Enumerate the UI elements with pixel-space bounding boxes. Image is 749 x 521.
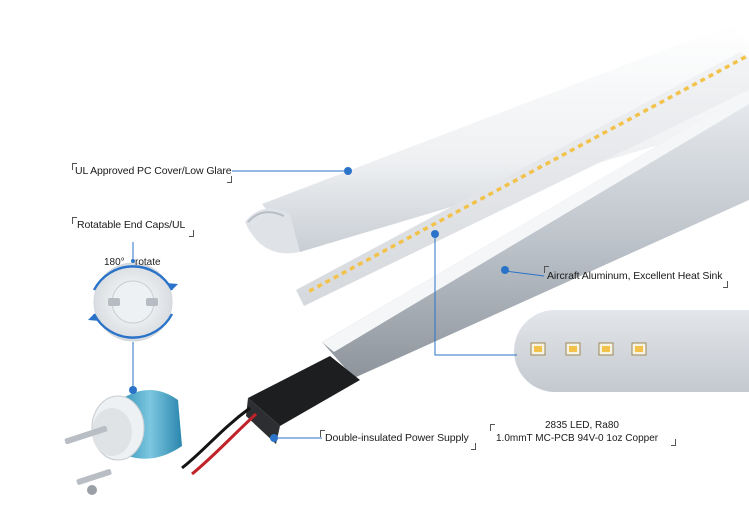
led-chip (561, 151, 568, 158)
aluminum-heat-sink (322, 92, 749, 378)
led-chip (495, 186, 502, 193)
led-chip (740, 55, 747, 61)
rotate-arrow-top (92, 265, 174, 291)
power-supply-box (246, 356, 360, 444)
end-cap-face-inset (88, 262, 178, 342)
zoom-led-chip (631, 342, 647, 356)
zoom-led-chip (565, 342, 581, 356)
led-chip (593, 134, 600, 140)
led-spec-line-2: 1.0mmT MC-PCB 94V-0 1oz Copper (496, 433, 659, 444)
bracket-close (227, 176, 232, 183)
led-chip (455, 208, 462, 214)
led-chip (341, 269, 348, 276)
led-chip (430, 221, 437, 228)
rotate-arrow-head-bottom (88, 314, 100, 321)
led-chip (569, 147, 576, 153)
led-chip (332, 274, 339, 280)
bracket-open (320, 430, 325, 437)
led-chip (414, 230, 421, 236)
callout-end-caps: Rotatable End Caps/UL (77, 219, 186, 231)
led-chip (512, 177, 519, 184)
bracket-open (72, 163, 77, 170)
callout-pc-cover: UL Approved PC Cover/Low Glare (75, 165, 232, 177)
led-chip (724, 64, 731, 70)
led-chip (528, 169, 535, 175)
led-chip (544, 160, 551, 166)
led-chip (422, 225, 429, 232)
led-spec-line-1: 2835 LED, Ra80 (545, 420, 619, 431)
rotation-degrees: 180° (104, 257, 125, 268)
bracket-open (490, 424, 495, 431)
led-chip (398, 239, 405, 245)
led-chip (585, 138, 592, 144)
power-wires (181, 406, 258, 476)
led-chip (357, 260, 364, 267)
led-chip (471, 199, 478, 206)
led-chip (316, 282, 323, 289)
led-chip (675, 90, 682, 96)
led-chip (447, 212, 454, 219)
callout-leaders (132, 170, 545, 439)
led-chip (667, 94, 674, 101)
led-chip (618, 120, 625, 127)
bracket-open (544, 266, 549, 273)
led-chip (463, 204, 470, 210)
led-chip (520, 173, 527, 179)
led-chip (324, 278, 331, 284)
led-chip (691, 81, 698, 88)
led-chip (658, 99, 665, 105)
led-chip (373, 252, 380, 258)
led-chip (650, 103, 657, 109)
led-chip (349, 265, 356, 271)
rotate-arrow-bottom (92, 313, 174, 339)
led-chip-row (308, 55, 747, 293)
led-chip (308, 287, 315, 293)
led-chip (406, 234, 413, 241)
led-chip (552, 155, 559, 162)
led-chip (365, 256, 372, 263)
bracket-close (471, 443, 476, 450)
led-chip (504, 182, 511, 188)
callout-power-supply: Double-insulated Power Supply (325, 432, 469, 444)
rotation-word: rotate (135, 257, 161, 268)
pc-cover-tube (245, 24, 749, 254)
led-chip (699, 77, 706, 83)
led-chip (487, 190, 494, 197)
led-chip (577, 142, 584, 149)
zoom-led-chip (598, 342, 614, 356)
led-chip (389, 243, 396, 249)
led-chip (381, 247, 388, 254)
bracket-close (189, 230, 194, 237)
led-chip (715, 68, 722, 74)
led-chip (634, 112, 641, 118)
zoom-led-chips (530, 342, 647, 356)
end-cap-assembly (64, 390, 182, 495)
led-chip (601, 129, 608, 136)
led-chip (732, 59, 739, 66)
bracket-close (671, 439, 676, 446)
led-chip (438, 217, 445, 223)
bracket-close (723, 281, 728, 288)
led-chip (626, 116, 633, 123)
led-chip (479, 195, 486, 201)
led-chip (610, 125, 617, 131)
zoom-led-chip (530, 342, 546, 356)
led-strip (296, 52, 749, 306)
rotate-arrow-head-top (166, 283, 178, 290)
led-chip (683, 85, 690, 92)
led-zoom-inset (514, 310, 749, 392)
led-chip (642, 107, 649, 114)
led-chip (707, 72, 714, 79)
led-chip (536, 164, 543, 171)
callout-dots (129, 167, 509, 442)
bracket-open (72, 217, 77, 224)
callout-aluminum: Aircraft Aluminum, Excellent Heat Sink (547, 270, 723, 282)
